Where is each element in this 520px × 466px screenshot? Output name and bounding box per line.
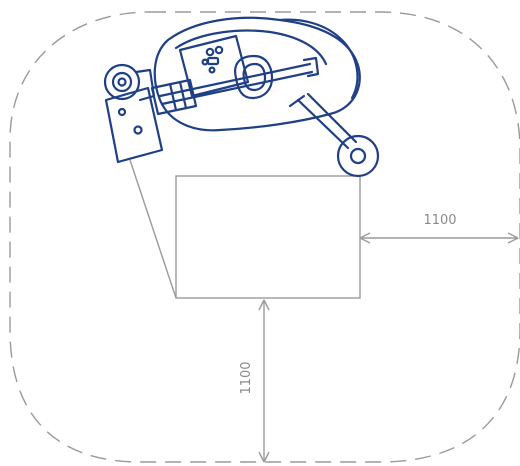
axle-bar [158, 56, 320, 106]
horizontal-dimension: 1100 [359, 213, 519, 244]
equipment-top-view [103, 16, 380, 178]
side-bracket [104, 86, 164, 164]
handle-ring [234, 54, 274, 100]
horizontal-dimension-label: 1100 [423, 213, 456, 228]
vertical-dimension-label: 1100 [239, 361, 254, 394]
free-space-area [129, 159, 361, 299]
safety-zone-outline [9, 11, 520, 463]
reel-wheel [103, 63, 156, 102]
drum-body [153, 16, 361, 132]
wheel-arm [288, 92, 358, 150]
vertical-dimension: 1100 [239, 299, 270, 463]
side-wheel [336, 134, 380, 178]
motor-cylinder [150, 78, 198, 116]
